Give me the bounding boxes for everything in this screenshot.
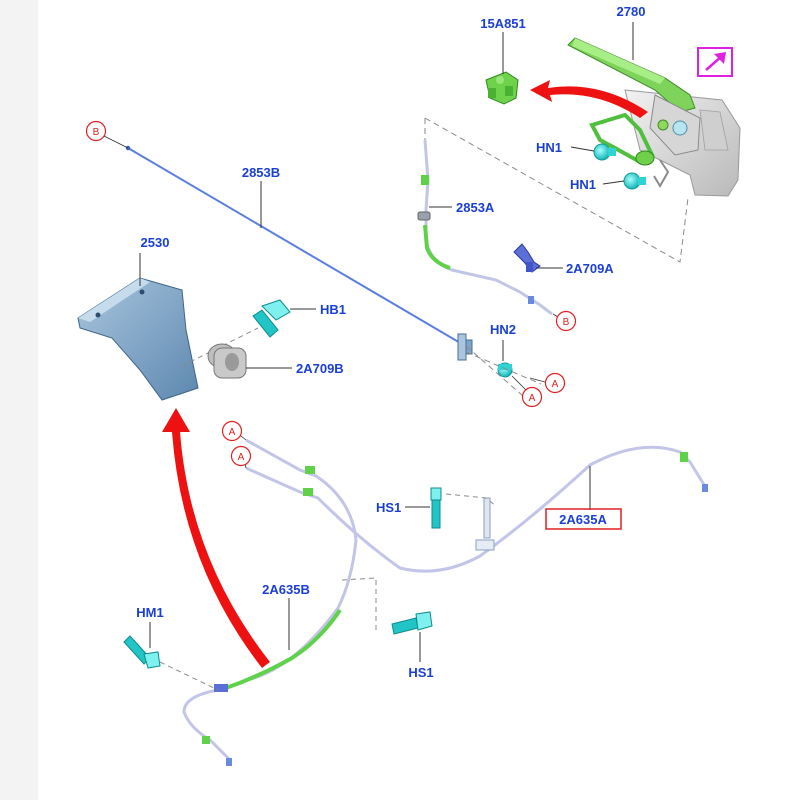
lever-dashed-frame [424,117,689,263]
label-2A709B: 2A709B [296,361,344,376]
callout-letter: A [238,452,245,463]
callout-a-upper-left: A [221,420,243,442]
label-HN1-lower: HN1 [570,177,596,192]
clip-dashed-frame [445,493,497,507]
removal-arrow-top [530,80,648,118]
fastener-hm1 [123,635,161,669]
hn2-dashed-guides [465,351,542,385]
highlight-box-2A635A [545,508,622,530]
removal-arrow-large [162,408,270,668]
nut-hn1-lower [623,172,646,190]
label-HS1-lower: HS1 [408,665,433,680]
callout-letter: A [529,393,536,404]
cable-clip-bracket [475,497,495,551]
label-2780: 2780 [617,4,646,19]
label-2A635B: 2A635B [262,582,310,597]
callout-a-upper-right: A [544,372,566,394]
callout-letter: B [93,127,100,138]
bolt-hb1 [252,299,291,338]
bolt-hs1-upper [430,487,442,529]
label-2A635A: 2A635A [559,512,607,527]
callout-letter: A [552,379,559,390]
label-HN2: HN2 [490,322,516,337]
plate-2530 [77,277,199,401]
bolt-hs1-lower [391,611,433,635]
lever-2780 [567,37,701,156]
callout-a-lower-left: A [230,445,252,467]
callout-b-cable-end: B [555,310,577,332]
label-HS1-upper: HS1 [376,500,401,515]
view-marker-box [697,47,733,77]
callout-b-rod-end: B [85,120,107,142]
nut-hn2 [497,362,513,378]
callout-letter: A [229,427,236,438]
arrow-icon [705,52,726,71]
label-2853B: 2853B [242,165,280,180]
bushing-2A709B [207,343,247,379]
label-HN1-upper: HN1 [536,140,562,155]
cable-2A635B [182,438,358,766]
nut-hn1-upper [593,143,616,161]
label-2853A: 2853A [456,200,495,215]
cable-2A635A [245,445,708,573]
label-HB1: HB1 [320,302,346,317]
label-2A709A: 2A709A [566,261,614,276]
label-15A851: 15A851 [480,16,526,31]
module-15A851 [485,71,519,105]
brake-switch-bracket [589,112,670,188]
label-2530: 2530 [141,235,170,250]
bracket-2A709A [513,243,541,273]
cable-2853A [423,139,553,316]
rod-2853B [127,147,463,345]
equalizer-bracket [457,333,473,361]
callout-a-lower-right: A [521,386,543,408]
callout-letter: B [563,317,570,328]
label-HM1: HM1 [136,605,163,620]
